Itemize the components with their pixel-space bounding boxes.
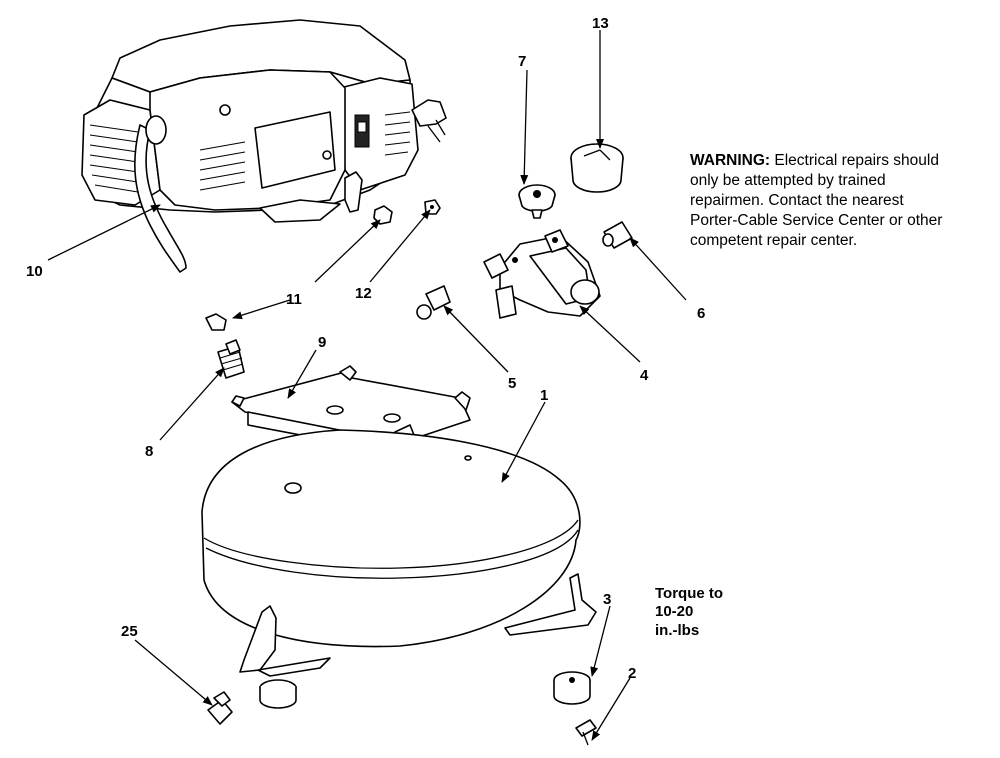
part-label-2: 2 xyxy=(628,665,636,682)
torque-note: Torque to 10-20 in.-lbs xyxy=(655,585,723,639)
torque-line-2: 10-20 xyxy=(655,603,693,620)
drain-valve-part-25 xyxy=(207,691,233,725)
part-label-12: 12 xyxy=(355,285,372,302)
warning-text-4: Porter-Cable Service Center or other xyxy=(690,212,943,229)
part-label-4: 4 xyxy=(640,367,649,384)
coupler-part-6 xyxy=(602,221,633,249)
fitting-part-8 xyxy=(217,339,245,379)
warning-note: WARNING: Electrical repairs should only … xyxy=(690,151,990,251)
part-label-10: 10 xyxy=(26,263,43,280)
warning-text-2: only be attempted by trained xyxy=(690,172,886,189)
part-label-11: 11 xyxy=(286,291,302,308)
regulator-knob-part-7 xyxy=(518,184,556,219)
manifold-part-4 xyxy=(483,229,601,319)
hose-clamp-part-11 xyxy=(205,205,393,331)
torque-line-1: Torque to xyxy=(655,585,723,602)
pressure-gauge-part-13 xyxy=(570,143,624,193)
motor-pump-assembly xyxy=(81,19,447,273)
leader-lines xyxy=(47,30,687,741)
part-label-3: 3 xyxy=(603,591,611,608)
safety-valve-part-5 xyxy=(416,285,451,320)
torque-line-3: in.-lbs xyxy=(655,622,699,639)
warning-text-1: Electrical repairs should xyxy=(774,152,939,169)
warning-heading: WARNING: xyxy=(690,152,771,169)
part-label-8: 8 xyxy=(145,443,153,460)
screw-part-2 xyxy=(575,719,597,746)
tank-part-1 xyxy=(201,429,597,709)
warning-text-5: competent repair center. xyxy=(690,232,858,249)
part-label-25: 25 xyxy=(121,623,138,640)
part-label-13: 13 xyxy=(592,15,609,32)
plug-part-12 xyxy=(424,199,441,215)
part-label-9: 9 xyxy=(318,334,326,351)
warning-line-1: WARNING: Electrical repairs should xyxy=(690,151,990,171)
part-label-1: 1 xyxy=(540,387,548,404)
rubber-foot-part-3 xyxy=(553,671,591,705)
part-label-5: 5 xyxy=(508,375,516,392)
part-label-7: 7 xyxy=(518,53,526,70)
warning-text-3: repairmen. Contact the nearest xyxy=(690,192,904,209)
part-number-labels: 10 11 12 8 9 5 4 1 6 7 13 3 2 25 xyxy=(26,15,705,682)
part-label-6: 6 xyxy=(697,305,705,322)
